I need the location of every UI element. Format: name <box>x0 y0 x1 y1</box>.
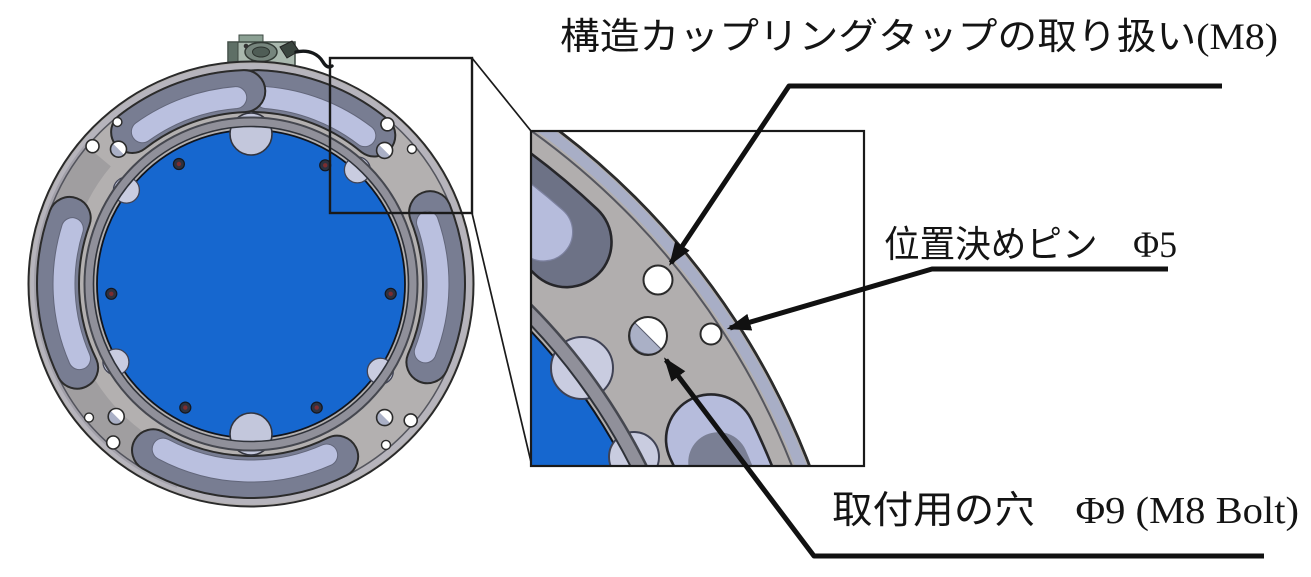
m8-tap-hole <box>85 138 100 154</box>
arc-slot-detail-inner <box>531 182 574 262</box>
arc-slot-inner <box>413 210 450 364</box>
cap-screw-center <box>176 161 182 167</box>
mounting-hole-outline <box>109 140 128 158</box>
cap-screw-center <box>183 405 188 410</box>
detail-view <box>531 131 811 466</box>
positioning-pin-hole-phi5-detail <box>699 322 723 346</box>
arc-slot-inner <box>151 437 339 483</box>
mount-hole-label: 取付用の穴 Φ9 (M8 Bolt) <box>832 490 1299 532</box>
top-connector <box>227 34 334 69</box>
pin-callout-arrow <box>726 266 1168 331</box>
full-view <box>27 34 475 508</box>
inner-rim-outer-line <box>83 116 419 452</box>
arc-slot-inner <box>130 86 248 144</box>
mounting-hole-chamfer <box>376 412 391 426</box>
positioning-pin-hole-phi5 <box>112 116 123 128</box>
m8-tap-hole-detail <box>642 264 674 296</box>
cap-screw-center <box>314 405 319 410</box>
mounting-hole-outline <box>107 407 125 426</box>
outer-rim-band <box>30 63 472 505</box>
pin-label: 位置決めピン Φ5 <box>884 224 1177 266</box>
connection-line-bottom <box>471 212 532 463</box>
arc-slot-detail-inner <box>688 432 753 466</box>
view-connection-lines <box>471 57 532 463</box>
cap-screw-center <box>388 291 393 296</box>
ring-features <box>36 69 466 499</box>
inner-rim-inner-line <box>92 125 410 443</box>
detail-view-border <box>529 129 866 468</box>
mounting-hole-chamfer <box>110 143 125 158</box>
inner-rim-band <box>84 117 418 451</box>
m8-tap-hole <box>380 117 395 132</box>
m8-tap-hole <box>403 413 419 428</box>
mounting-hole-outline-detail <box>628 316 668 356</box>
mounting-hole-chamfer <box>108 410 122 425</box>
cap-screw-center <box>109 291 114 296</box>
positioning-pin-hole-phi5 <box>406 143 418 155</box>
cap-screw-center <box>323 163 328 168</box>
mounting-hole-chamfer <box>376 144 391 159</box>
mounting-hole-outline <box>375 408 394 427</box>
tap-callout-arrow <box>668 83 1222 266</box>
positioning-pin-hole-phi5 <box>83 412 95 423</box>
mounting-hole-outline <box>375 141 394 160</box>
cable-gland-bore <box>252 46 270 58</box>
connector-screw <box>243 43 249 49</box>
connection-line-top <box>471 57 532 132</box>
tap-label: 構造カップリングタップの取り扱い(M8) <box>560 16 1278 58</box>
mount-hole-callout-arrow <box>663 357 1264 559</box>
detail-callout-rect <box>328 56 474 215</box>
positioning-pin-hole-phi5 <box>380 439 392 451</box>
cable-wire <box>294 49 334 69</box>
m8-tap-hole <box>105 435 121 450</box>
arc-slot-inner <box>52 217 91 371</box>
callout-arrows <box>663 83 1264 559</box>
arc-slot-inner <box>254 86 377 148</box>
